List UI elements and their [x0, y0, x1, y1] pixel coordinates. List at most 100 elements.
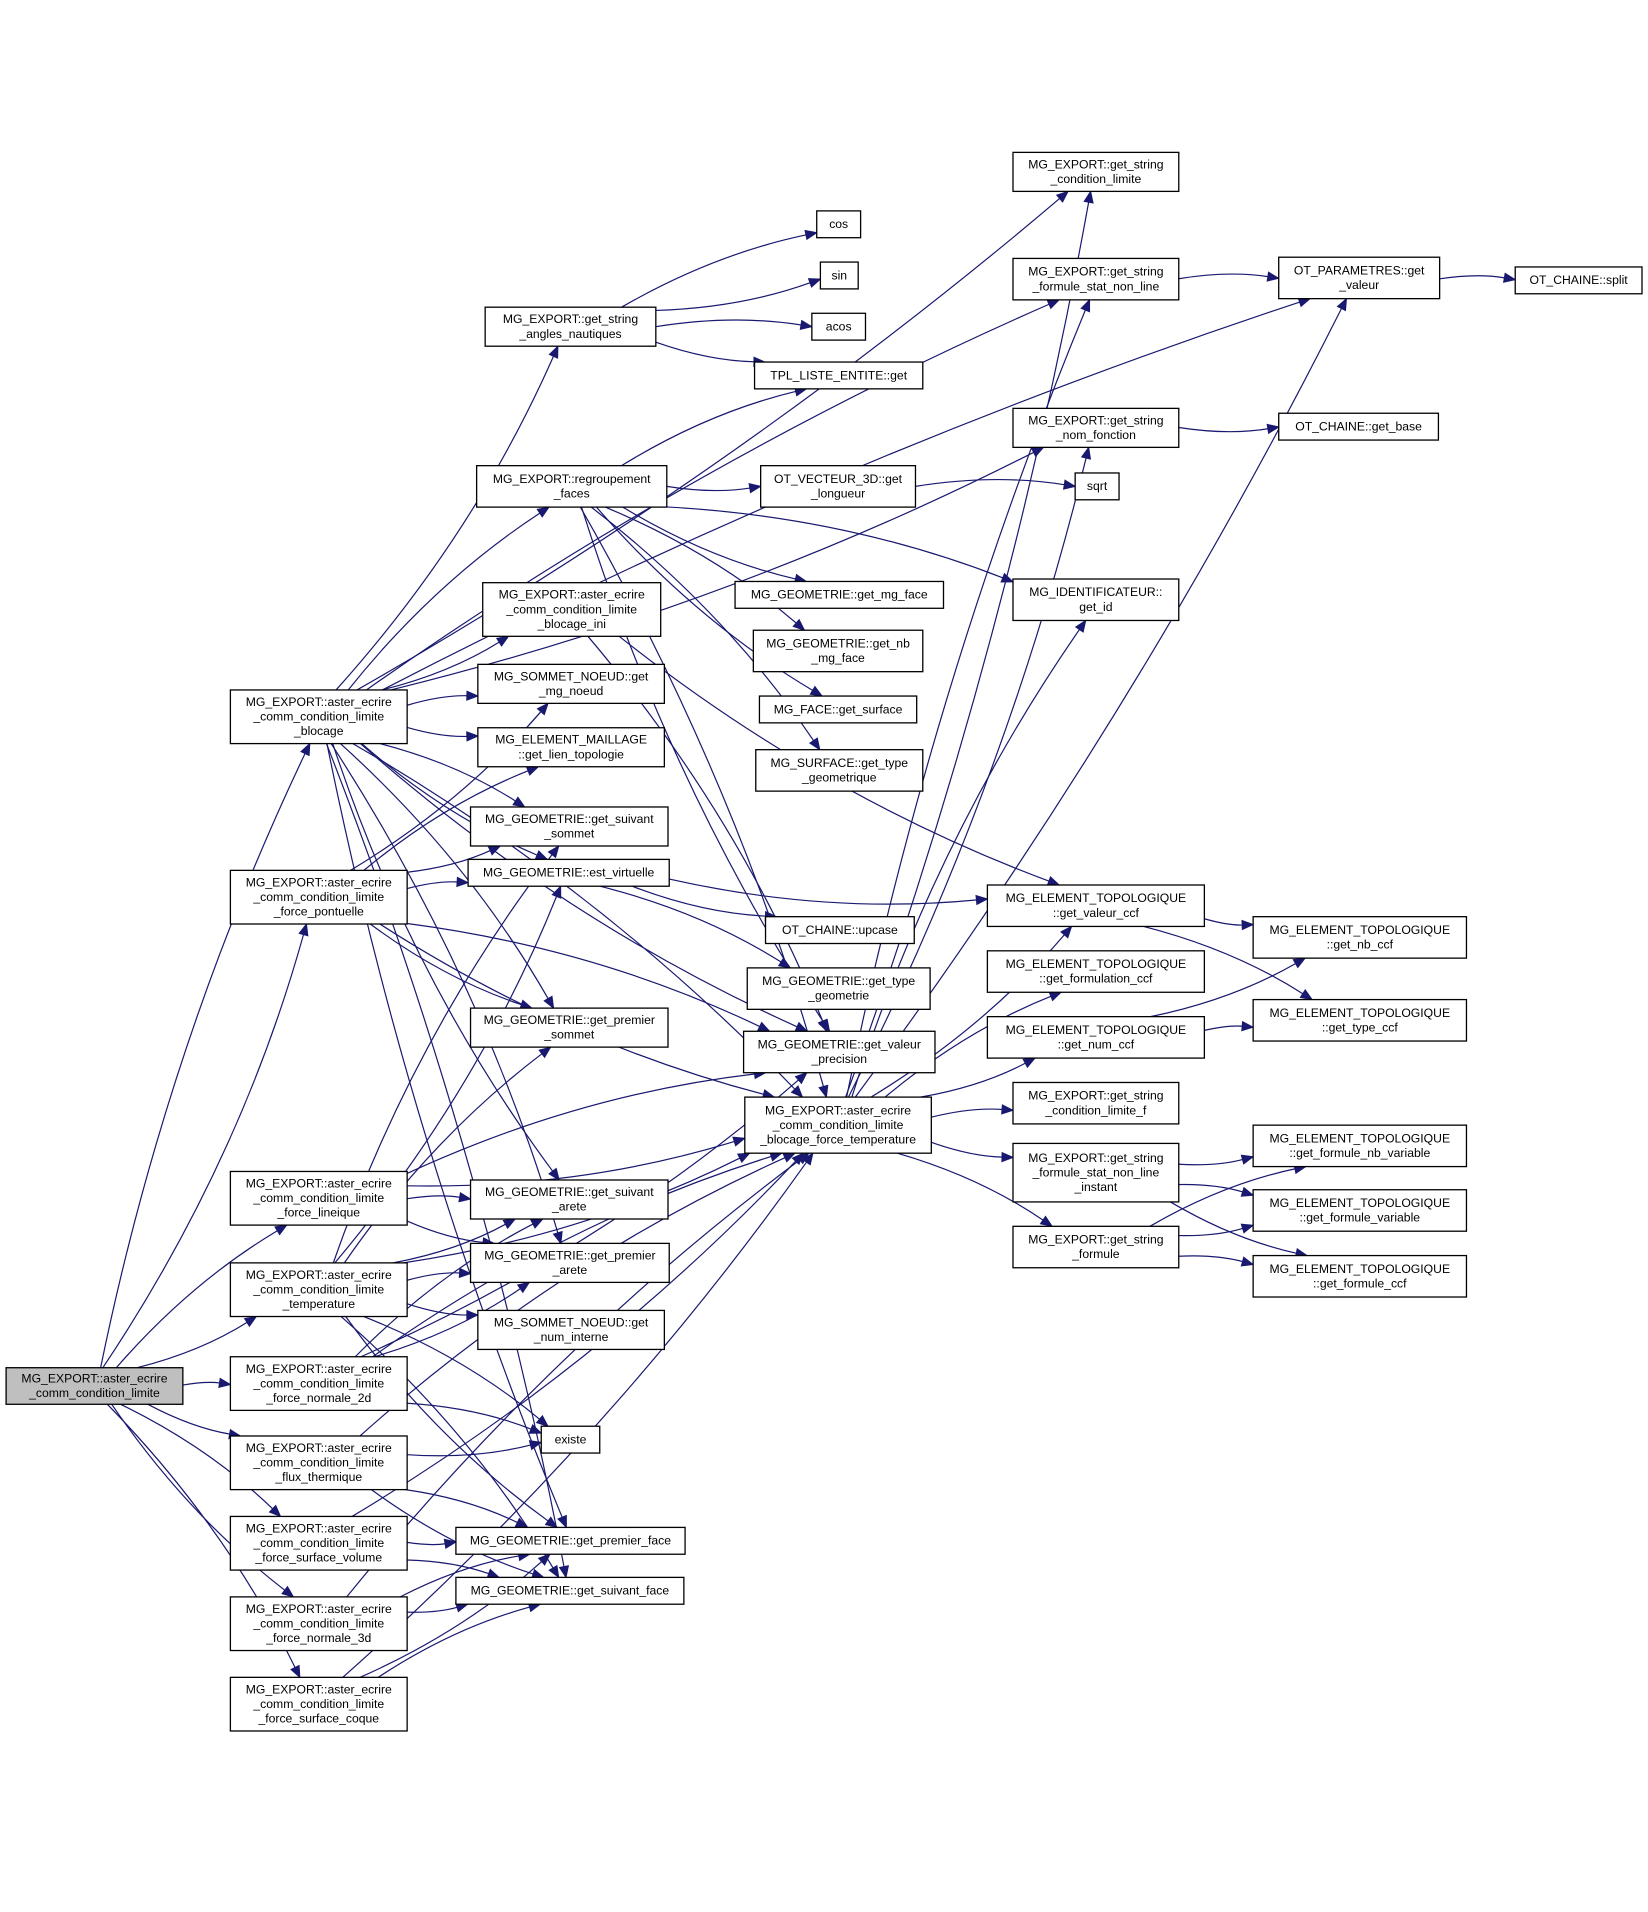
- function-node[interactable]: MG_ELEMENT_TOPOLOGIQUE::get_formule_nb_v…: [1252, 1124, 1468, 1168]
- node-box[interactable]: [1074, 472, 1120, 501]
- node-box[interactable]: [5, 1367, 184, 1405]
- node-box[interactable]: [1012, 257, 1180, 301]
- node-box[interactable]: [758, 695, 918, 724]
- function-node[interactable]: MG_ELEMENT_TOPOLOGIQUE::get_nb_ccf: [1252, 916, 1468, 959]
- node-box[interactable]: [469, 1242, 670, 1284]
- function-node[interactable]: OT_PARAMETRES::get_valeur: [1278, 256, 1441, 300]
- node-box[interactable]: [1514, 266, 1643, 295]
- node-box[interactable]: [469, 1007, 669, 1048]
- node-box[interactable]: [469, 1179, 669, 1220]
- function-node[interactable]: MG_ELEMENT_TOPOLOGIQUE::get_formulation_…: [986, 950, 1206, 993]
- node-box[interactable]: [229, 1435, 408, 1491]
- function-node[interactable]: MG_ELEMENT_TOPOLOGIQUE::get_type_ccf: [1252, 998, 1468, 1042]
- function-node[interactable]: MG_GEOMETRIE::get_premier_face: [455, 1526, 686, 1555]
- node-box[interactable]: [1012, 578, 1180, 622]
- node-box[interactable]: [469, 806, 669, 847]
- function-node[interactable]: MG_GEOMETRIE::get_suivant_arete: [469, 1179, 669, 1220]
- function-node[interactable]: MG_EXPORT::get_string_formule: [1012, 1225, 1180, 1269]
- function-node[interactable]: MG_EXPORT::get_string_formule_stat_non_l…: [1012, 257, 1180, 301]
- node-box[interactable]: [755, 749, 924, 792]
- node-box[interactable]: [986, 1015, 1206, 1059]
- function-node[interactable]: MG_EXPORT::aster_ecrire_comm_condition_l…: [482, 582, 662, 637]
- function-node[interactable]: MG_EXPORT::get_string_formule_stat_non_l…: [1012, 1142, 1180, 1203]
- node-box[interactable]: [816, 210, 862, 239]
- node-box[interactable]: [764, 916, 915, 945]
- node-box[interactable]: [734, 580, 945, 609]
- node-box[interactable]: [986, 884, 1206, 928]
- function-node[interactable]: MG_EXPORT::aster_ecrire_comm_condition_l…: [744, 1096, 932, 1154]
- function-node[interactable]: MG_SURFACE::get_type_geometrique: [755, 749, 924, 792]
- root-function-node[interactable]: MG_EXPORT::aster_ecrire_comm_condition_l…: [5, 1367, 184, 1405]
- function-node[interactable]: MG_GEOMETRIE::get_type_geometrie: [746, 967, 931, 1010]
- node-box[interactable]: [540, 1425, 601, 1454]
- function-node[interactable]: sin: [819, 261, 859, 290]
- node-box[interactable]: [1012, 1142, 1180, 1203]
- function-node[interactable]: MG_ELEMENT_MAILLAGE::get_lien_topologie: [477, 727, 666, 768]
- function-node[interactable]: MG_GEOMETRIE::get_suivant_sommet: [469, 806, 669, 847]
- node-box[interactable]: [1278, 256, 1441, 300]
- function-node[interactable]: existe: [540, 1425, 601, 1454]
- function-node[interactable]: MG_FACE::get_surface: [758, 695, 918, 724]
- function-node[interactable]: MG_EXPORT::aster_ecrire_comm_condition_l…: [229, 869, 408, 925]
- node-box[interactable]: [1278, 412, 1440, 441]
- function-node[interactable]: MG_SOMMET_NOEUD::get_num_interne: [477, 1309, 666, 1351]
- function-node[interactable]: OT_CHAINE::get_base: [1278, 412, 1440, 441]
- node-box[interactable]: [1252, 998, 1468, 1042]
- node-box[interactable]: [229, 689, 408, 745]
- node-box[interactable]: [477, 727, 666, 768]
- function-node[interactable]: MG_SOMMET_NOEUD::get_mg_noeud: [477, 663, 666, 705]
- node-box[interactable]: [229, 1596, 408, 1652]
- node-box[interactable]: [1252, 1254, 1468, 1298]
- node-box[interactable]: [742, 1030, 936, 1074]
- function-node[interactable]: MG_EXPORT::get_string_condition_limite: [1012, 151, 1180, 193]
- function-node[interactable]: MG_EXPORT::get_string_condition_limite_f: [1012, 1081, 1180, 1125]
- node-box[interactable]: [744, 1096, 932, 1154]
- node-box[interactable]: [455, 1526, 686, 1555]
- function-node[interactable]: acos: [811, 312, 867, 341]
- function-node[interactable]: MG_EXPORT::aster_ecrire_comm_condition_l…: [229, 1170, 408, 1226]
- node-box[interactable]: [1012, 1225, 1180, 1269]
- function-node[interactable]: MG_GEOMETRIE::get_mg_face: [734, 580, 945, 609]
- function-node[interactable]: MG_EXPORT::aster_ecrire_comm_condition_l…: [229, 1356, 408, 1412]
- node-box[interactable]: [475, 465, 668, 508]
- node-box[interactable]: [753, 361, 924, 390]
- function-node[interactable]: cos: [816, 210, 862, 239]
- function-node[interactable]: MG_EXPORT::aster_ecrire_comm_condition_l…: [229, 1435, 408, 1491]
- function-node[interactable]: MG_GEOMETRIE::get_suivant_face: [455, 1576, 685, 1605]
- node-box[interactable]: [1012, 151, 1180, 193]
- node-box[interactable]: [484, 306, 657, 347]
- function-node[interactable]: sqrt: [1074, 472, 1120, 501]
- function-node[interactable]: MG_GEOMETRIE::est_virtuelle: [467, 858, 670, 887]
- node-box[interactable]: [1252, 1189, 1468, 1232]
- node-box[interactable]: [229, 1262, 408, 1318]
- node-box[interactable]: [477, 663, 666, 705]
- function-node[interactable]: OT_VECTEUR_3D::get_longueur: [760, 465, 917, 508]
- node-box[interactable]: [1012, 407, 1180, 449]
- function-node[interactable]: MG_EXPORT::aster_ecrire_comm_condition_l…: [229, 1262, 408, 1318]
- function-node[interactable]: MG_EXPORT::aster_ecrire_comm_condition_l…: [229, 1676, 408, 1732]
- node-box[interactable]: [760, 465, 917, 508]
- function-node[interactable]: MG_ELEMENT_TOPOLOGIQUE::get_formule_ccf: [1252, 1254, 1468, 1298]
- node-box[interactable]: [229, 1515, 408, 1571]
- function-node[interactable]: MG_EXPORT::get_string_angles_nautiques: [484, 306, 657, 347]
- node-box[interactable]: [819, 261, 859, 290]
- node-box[interactable]: [746, 967, 931, 1010]
- function-node[interactable]: MG_IDENTIFICATEUR::get_id: [1012, 578, 1180, 622]
- node-box[interactable]: [229, 869, 408, 925]
- function-node[interactable]: OT_CHAINE::split: [1514, 266, 1643, 295]
- function-node[interactable]: MG_GEOMETRIE::get_premier_sommet: [469, 1007, 669, 1048]
- node-box[interactable]: [482, 582, 662, 637]
- node-box[interactable]: [752, 629, 924, 673]
- node-box[interactable]: [1252, 1124, 1468, 1168]
- node-box[interactable]: [986, 950, 1206, 993]
- node-box[interactable]: [455, 1576, 685, 1605]
- function-node[interactable]: TPL_LISTE_ENTITE::get: [753, 361, 924, 390]
- node-box[interactable]: [1252, 916, 1468, 959]
- function-node[interactable]: OT_CHAINE::upcase: [764, 916, 915, 945]
- node-box[interactable]: [811, 312, 867, 341]
- function-node[interactable]: MG_ELEMENT_TOPOLOGIQUE::get_num_ccf: [986, 1015, 1206, 1059]
- function-node[interactable]: MG_GEOMETRIE::get_premier_arete: [469, 1242, 670, 1284]
- function-node[interactable]: MG_GEOMETRIE::get_nb_mg_face: [752, 629, 924, 673]
- function-node[interactable]: MG_EXPORT::aster_ecrire_comm_condition_l…: [229, 1515, 408, 1571]
- function-node[interactable]: MG_EXPORT::regroupement_faces: [475, 465, 668, 508]
